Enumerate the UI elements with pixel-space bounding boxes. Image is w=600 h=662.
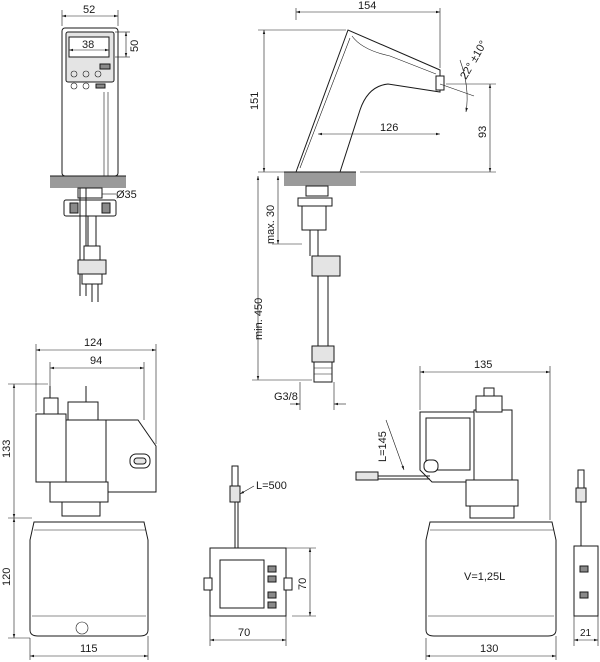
- bracket-screw-icon: [69, 202, 79, 214]
- dim-slim-width: 21: [580, 628, 592, 639]
- mounting-bracket-side: [297, 197, 333, 207]
- dim-psu-cable: L=500: [256, 480, 287, 492]
- sensor-dot-icon: [82, 70, 90, 78]
- dim-spout-angle: 22° ±10°: [458, 39, 490, 82]
- dim-valve-overall-width: 124: [84, 337, 102, 349]
- dim-spout-length: 154: [358, 0, 376, 12]
- threaded-rod: [87, 215, 97, 247]
- sensor-dot-icon: [70, 70, 78, 78]
- side-cable-plug: [355, 471, 379, 481]
- g38-connector: [313, 361, 333, 383]
- sensor-dot-icon: [70, 82, 78, 90]
- valve-inlet: [43, 397, 59, 415]
- mounting-nut-side: [305, 185, 329, 197]
- psu-label-area: [219, 559, 265, 609]
- mounting-plate-side: [301, 205, 327, 231]
- dim-min-hose: min. 450: [253, 298, 265, 340]
- dim-valve-height: 133: [1, 440, 13, 458]
- dim-side-width: 135: [474, 359, 492, 371]
- psu-terminal-icon: [267, 591, 277, 599]
- sensor-dot-icon: [82, 82, 90, 90]
- dim-side-cable: L=145: [377, 431, 389, 462]
- dim-tank-height: 120: [1, 568, 13, 586]
- sensor-window: [68, 36, 110, 58]
- faucet-front-view: 52 38 50 Ø35: [50, 4, 141, 302]
- valve-top-nut: [67, 401, 99, 421]
- side-valve-bottom: [465, 479, 519, 507]
- hose-end-nut: [311, 345, 335, 363]
- psu-terminal-icon: [267, 565, 277, 573]
- hose-nut: [77, 259, 107, 275]
- indicator-led: [95, 83, 106, 89]
- dim-side-tank-width: 130: [480, 643, 498, 655]
- outlet-aerator: [435, 75, 445, 91]
- psu-terminal-icon: [267, 575, 277, 583]
- psu-terminal-icon: [267, 601, 277, 609]
- valve-tank-view: 124 94 133 120 115: [1, 337, 157, 660]
- label-tank-volume: V=1,25L: [464, 571, 505, 583]
- dim-tank-width: 115: [80, 643, 98, 655]
- dim-front-width: 52: [83, 4, 95, 16]
- mounting-nut: [77, 187, 103, 199]
- valve-outlet: [61, 501, 101, 517]
- dim-outlet-height: 93: [477, 126, 489, 138]
- water-tank: [29, 521, 149, 637]
- cable-plug-body: [229, 485, 241, 503]
- valve-block: [65, 419, 107, 485]
- psu-terminal-icon: [579, 565, 589, 573]
- slim-plug: [577, 469, 585, 489]
- side-valve-slot: [423, 459, 439, 473]
- dim-mount-hole: Ø35: [116, 189, 137, 201]
- slim-plug-body: [575, 487, 587, 503]
- sensor-dot-icon: [94, 70, 102, 78]
- deck-surface-side: [284, 172, 356, 186]
- dim-psu-height: 70: [297, 578, 309, 590]
- dim-spout-height: 151: [249, 92, 261, 110]
- side-valve-outlet: [469, 505, 515, 519]
- dim-spout-reach: 126: [380, 122, 398, 134]
- dim-max-deck: max. 30: [265, 205, 277, 244]
- hose-nut-side: [311, 255, 341, 277]
- psu-mount-tab: [283, 577, 293, 591]
- psu-mount-tab: [203, 577, 213, 591]
- tank-drain-icon: [75, 621, 89, 635]
- dim-connection: G3/8: [274, 391, 298, 403]
- side-water-tank: [425, 521, 557, 637]
- dim-panel-height: 50: [129, 40, 141, 52]
- side-valve-tank-view: L=145 V=1,25L 135 130: [355, 359, 557, 660]
- psu-slim-view: 21: [573, 469, 599, 646]
- dim-psu-width: 70: [238, 627, 250, 639]
- bracket-screw-icon: [101, 202, 111, 214]
- psu-terminal-icon: [579, 591, 589, 599]
- deck-surface: [50, 176, 126, 188]
- solenoid-valve: [35, 413, 67, 483]
- side-valve-body: [473, 409, 513, 481]
- hose-nut: [81, 273, 103, 285]
- side-valve-top: [475, 395, 503, 413]
- psu-slim-box: [573, 545, 599, 617]
- valve-bottom: [49, 481, 109, 503]
- dim-panel-width: 38: [82, 39, 94, 51]
- hose-fitting: [83, 245, 101, 261]
- faucet-side-view: 154 151 22° ±10° 126 93 max. 30 min. 450…: [249, 0, 496, 410]
- logo-mark: [99, 63, 111, 70]
- cable-plug: [231, 465, 239, 487]
- dim-valve-inner-width: 94: [90, 355, 102, 367]
- power-supply-view: L=500 70 70: [203, 465, 316, 646]
- faucet-spout-body: [295, 29, 441, 173]
